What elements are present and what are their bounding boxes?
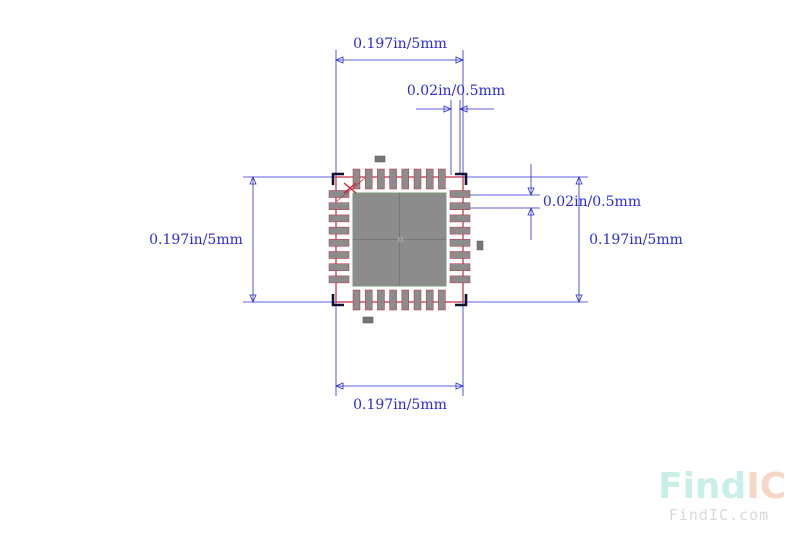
corner-mark-top-left bbox=[331, 172, 344, 185]
watermark-find: Find bbox=[658, 466, 746, 507]
corner-mark-top-right bbox=[455, 172, 468, 185]
pin-pad-top-1 bbox=[352, 168, 361, 190]
arrow-left-bottom bbox=[249, 294, 257, 304]
pin-pad-left-1 bbox=[328, 190, 350, 198]
arrow-pitch-top-left bbox=[443, 105, 453, 113]
pin1-cross-b bbox=[343, 182, 357, 194]
dimension-label-pitch-top: 0.02in/0.5mm bbox=[407, 83, 505, 99]
arrow-pitch-right-lower bbox=[527, 206, 535, 216]
pin-pad-right-2 bbox=[449, 202, 471, 210]
pin-pad-bottom-2 bbox=[364, 289, 373, 311]
pin-pad-bottom-6 bbox=[413, 289, 422, 311]
pins-top bbox=[352, 168, 446, 190]
watermark-ic: IC bbox=[746, 466, 786, 507]
corner-marks bbox=[331, 172, 468, 307]
fiducial-bottom bbox=[362, 316, 374, 324]
corner-mark-bottom-right bbox=[455, 294, 468, 307]
pin-pad-right-7 bbox=[449, 263, 471, 271]
qfn-package: 33 bbox=[328, 155, 484, 324]
watermark-logo: FindIC bbox=[658, 466, 786, 507]
pin-pad-right-3 bbox=[449, 214, 471, 223]
pins-right bbox=[449, 190, 471, 284]
arrow-right-bottom bbox=[575, 294, 583, 304]
pin-pad-bottom-1 bbox=[352, 289, 361, 311]
pin-pad-left-3 bbox=[328, 214, 350, 223]
arrow-bottom-left bbox=[334, 382, 344, 390]
arrow-top-left bbox=[334, 56, 344, 64]
arrow-pitch-top-right bbox=[458, 105, 468, 113]
arrow-pitch-right-upper bbox=[527, 187, 535, 197]
arrow-top-right bbox=[455, 56, 465, 64]
pin-pad-top-6 bbox=[413, 168, 422, 190]
arrow-right-top bbox=[575, 175, 583, 185]
arrow-bottom-right bbox=[455, 382, 465, 390]
dimension-label-left-height: 0.197in/5mm bbox=[149, 232, 243, 248]
pin-pad-bottom-4 bbox=[389, 289, 397, 311]
pin-pad-right-4 bbox=[449, 226, 471, 235]
corner-mark-bottom-left bbox=[331, 294, 344, 307]
pin-pad-bottom-5 bbox=[401, 289, 410, 311]
pin-pad-top-8 bbox=[438, 168, 446, 190]
pin-pad-top-5 bbox=[401, 168, 410, 190]
pin-pad-left-5 bbox=[328, 239, 350, 247]
dimension-label-bottom-width: 0.197in/5mm bbox=[353, 397, 447, 413]
fiducial-top bbox=[374, 155, 386, 163]
dimension-label-top-width: 0.197in/5mm bbox=[353, 36, 447, 52]
pin-pad-top-2 bbox=[364, 168, 373, 190]
pin-pad-right-1 bbox=[449, 190, 471, 198]
pins-left bbox=[328, 190, 350, 284]
watermark-url: FindIC.com bbox=[669, 506, 769, 524]
dimension-label-right-height: 0.197in/5mm bbox=[589, 232, 683, 248]
pin-pad-bottom-8 bbox=[438, 289, 446, 311]
pin1-diagonal bbox=[336, 177, 366, 202]
arrow-left-top bbox=[249, 175, 257, 185]
pin-pad-left-4 bbox=[328, 226, 350, 235]
pin-pad-top-3 bbox=[377, 168, 385, 190]
pins-bottom bbox=[352, 289, 446, 311]
pin-pad-right-6 bbox=[449, 251, 471, 259]
fiducial-right bbox=[476, 240, 484, 251]
pin-pad-top-4 bbox=[389, 168, 397, 190]
exposed-pad-label: 33 bbox=[397, 238, 403, 244]
dimension-label-pitch-right: 0.02in/0.5mm bbox=[543, 194, 641, 210]
pin-pad-left-8 bbox=[328, 275, 350, 284]
pin-pad-right-8 bbox=[449, 275, 471, 284]
pin-pad-left-7 bbox=[328, 263, 350, 271]
pin-pad-bottom-7 bbox=[425, 289, 434, 311]
pin-pad-right-5 bbox=[449, 239, 471, 247]
pin-pad-top-7 bbox=[425, 168, 434, 190]
pin-pad-bottom-3 bbox=[377, 289, 385, 311]
pin-pad-left-6 bbox=[328, 251, 350, 259]
pin-pad-left-2 bbox=[328, 202, 350, 210]
pin1-indicator bbox=[336, 177, 366, 202]
arrowheads bbox=[249, 56, 583, 390]
watermark: FindIC FindIC.com bbox=[658, 466, 786, 524]
